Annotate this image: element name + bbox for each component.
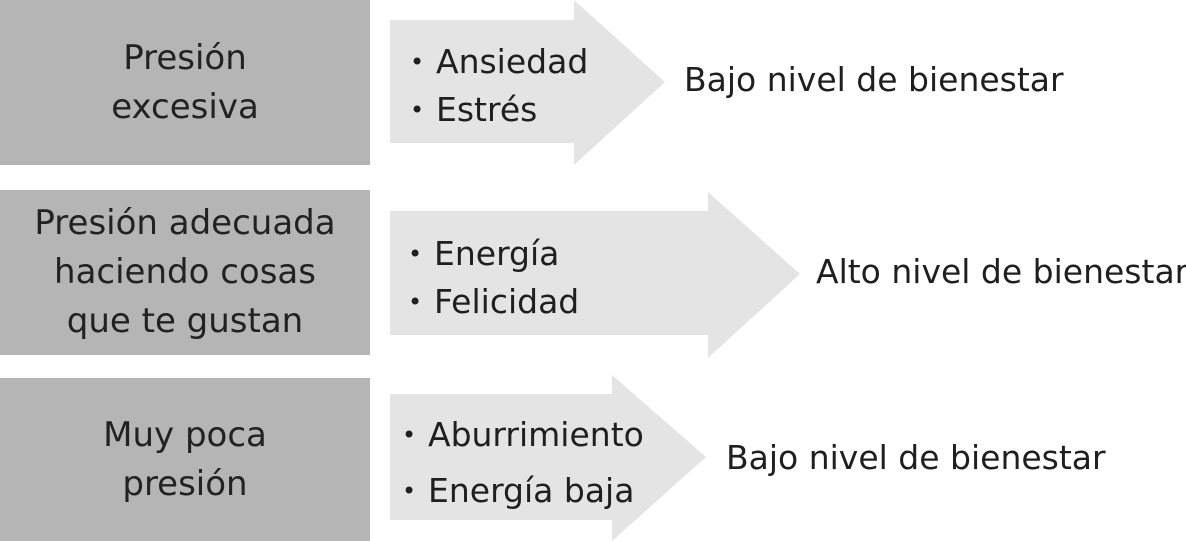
pressure-label: Muy poca presión bbox=[103, 414, 267, 504]
pressure-box: Presión excesiva bbox=[0, 0, 370, 165]
arrow-shape bbox=[390, 375, 706, 541]
bullet-icon: • bbox=[402, 421, 417, 449]
effect-item: • Energía baja bbox=[396, 463, 644, 519]
row-low-pressure: Muy poca presión • Aburrimiento • Energí… bbox=[0, 375, 1186, 541]
arrow-polygon bbox=[390, 375, 706, 541]
effect-item: • Felicidad bbox=[402, 278, 579, 326]
bullet-icon: • bbox=[408, 240, 423, 268]
effects-list: • Energía • Felicidad bbox=[402, 230, 579, 326]
bullet-icon: • bbox=[410, 96, 425, 124]
pressure-label: Presión adecuada haciendo cosas que te g… bbox=[34, 203, 336, 341]
arrow-shape bbox=[390, 192, 800, 358]
pressure-label: Presión excesiva bbox=[111, 37, 259, 127]
effect-text: Estrés bbox=[436, 90, 538, 129]
effect-text: Energía bbox=[434, 234, 560, 273]
effect-text: Aburrimiento bbox=[428, 415, 644, 454]
bullet-icon: • bbox=[402, 477, 417, 505]
effects-list: • Aburrimiento • Energía baja bbox=[396, 407, 644, 519]
bullet-icon: • bbox=[410, 48, 425, 76]
outcome-label: Alto nivel de bienestar bbox=[816, 252, 1186, 291]
effect-item: • Energía bbox=[402, 230, 579, 278]
row-adequate-pressure: Presión adecuada haciendo cosas que te g… bbox=[0, 190, 1186, 358]
effect-text: Felicidad bbox=[434, 282, 580, 321]
arrow-shape bbox=[390, 0, 665, 165]
pressure-box: Muy poca presión bbox=[0, 378, 370, 541]
pressure-box: Presión adecuada haciendo cosas que te g… bbox=[0, 190, 370, 355]
effect-text: Energía baja bbox=[428, 471, 635, 510]
bullet-icon: • bbox=[408, 288, 423, 316]
row-excessive-pressure: Presión excesiva • Ansiedad • Estrés Baj… bbox=[0, 0, 1186, 165]
effect-item: • Ansiedad bbox=[404, 38, 588, 86]
outcome-label: Bajo nivel de bienestar bbox=[726, 438, 1106, 477]
effect-text: Ansiedad bbox=[436, 42, 589, 81]
arrow-polygon bbox=[390, 192, 800, 358]
outcome-label: Bajo nivel de bienestar bbox=[684, 60, 1064, 99]
arrow-polygon bbox=[390, 0, 665, 165]
effect-item: • Estrés bbox=[404, 86, 588, 134]
effect-item: • Aburrimiento bbox=[396, 407, 644, 463]
effects-list: • Ansiedad • Estrés bbox=[404, 38, 588, 134]
